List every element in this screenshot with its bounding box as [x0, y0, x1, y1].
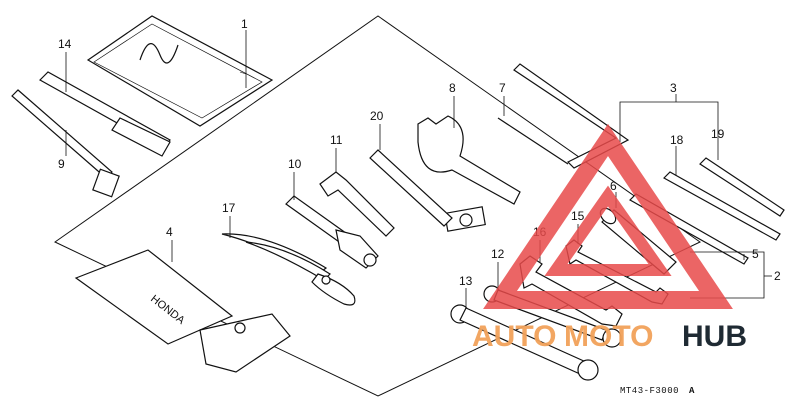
callout-2: 2: [774, 269, 781, 283]
callout-6: 6: [610, 179, 617, 193]
watermark-triangle-inner: [544, 185, 672, 276]
screwdriver-19: [699, 157, 785, 217]
tool-bag-folded: [86, 15, 274, 127]
box-wrench-long: [450, 304, 599, 381]
watermark-word-hub: HUB: [682, 320, 747, 353]
plug-wrench: [11, 89, 120, 198]
callout-17: 17: [222, 201, 236, 215]
callout-5: 5: [752, 247, 759, 261]
callout-15: 15: [571, 209, 585, 223]
hex-l-wrench: [319, 171, 395, 237]
callout-4: 4: [166, 225, 173, 239]
callout-12: 12: [491, 247, 505, 261]
part-code: MT43-F3000: [620, 386, 679, 396]
watermark: AUTO MOTO HUB: [472, 123, 747, 353]
watermark-word-auto: AUTO: [472, 320, 556, 353]
bracket-3: [619, 101, 719, 142]
callout-18: 18: [670, 133, 684, 147]
callout-3: 3: [670, 81, 677, 95]
callout-14: 14: [58, 37, 72, 51]
callout-10: 10: [288, 157, 302, 171]
callout-8: 8: [449, 81, 456, 95]
bar-tool: [369, 149, 453, 227]
watermark-triangle-outer: [483, 123, 733, 309]
socket-wrench: [285, 195, 379, 269]
tool-bag-open: HONDA: [74, 249, 291, 373]
screwdriver-18: [663, 171, 781, 241]
callout-20: 20: [370, 109, 384, 123]
callout-1: 1: [241, 17, 248, 31]
callout-7: 7: [499, 81, 506, 95]
bracket-2: [690, 251, 765, 299]
callout-11: 11: [330, 133, 343, 147]
handle-bar: [39, 71, 171, 157]
pliers: [221, 233, 356, 306]
callout-13: 13: [459, 274, 473, 288]
callout-9: 9: [58, 157, 65, 171]
hook-wrench: [417, 115, 521, 232]
watermark-word-moto: MOTO: [564, 320, 653, 353]
part-code-suffix: A: [689, 386, 695, 396]
